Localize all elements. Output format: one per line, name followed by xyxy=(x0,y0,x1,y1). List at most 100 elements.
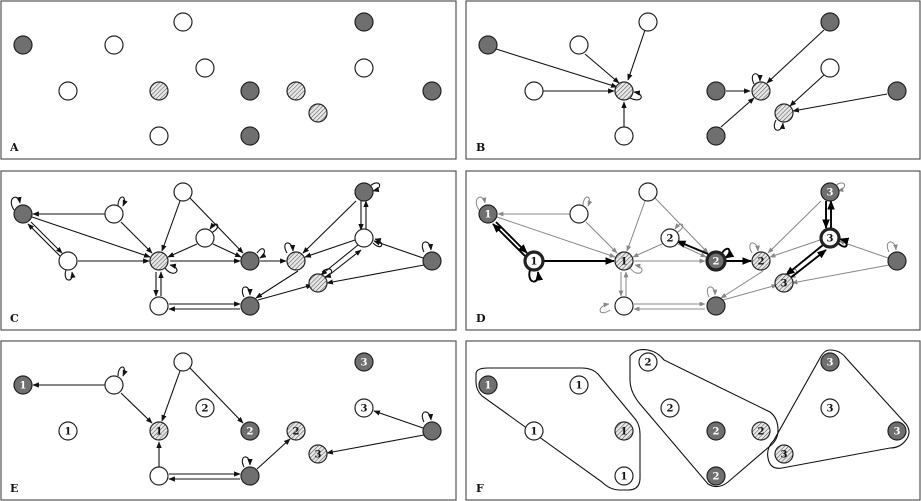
panel-c-edge xyxy=(255,270,299,299)
panel-a-node xyxy=(149,81,169,101)
panel-b-node xyxy=(706,126,726,146)
panel-d-node-number: 2 xyxy=(758,257,765,268)
panel-b-node xyxy=(751,81,771,101)
panel-f-node-number: 2 xyxy=(758,427,765,438)
panel-c-edge xyxy=(326,264,425,285)
panel-d-self-loop xyxy=(475,196,487,211)
panel-b-edge xyxy=(792,93,888,113)
panel-d-bold-edges xyxy=(492,200,850,283)
panel-d-edge xyxy=(767,200,822,254)
panel-d-edge xyxy=(769,239,821,258)
panel-d-node-highlighted xyxy=(523,250,545,272)
panel-b-frame xyxy=(465,0,921,160)
panel-d-node-highlighted xyxy=(819,227,841,249)
panel-a-node xyxy=(240,81,260,101)
panel-d-node xyxy=(751,251,771,271)
panel-c-edge xyxy=(161,200,181,252)
panel-b-self-loop xyxy=(629,90,642,101)
panel-label-d: D xyxy=(476,312,486,325)
panel-d-bold-edge xyxy=(788,249,827,280)
panel-d-faint-edges xyxy=(475,182,898,314)
panel-e-edge xyxy=(326,434,425,455)
panel-c-node xyxy=(173,182,193,202)
panel-b-edge xyxy=(627,29,646,81)
cluster-hull-1 xyxy=(475,367,641,491)
panel-a-node xyxy=(13,35,33,55)
panel-c-edge xyxy=(257,284,313,301)
panel-d-node-number: 2 xyxy=(667,234,674,245)
panel-e-edge xyxy=(120,392,153,424)
panel-e-node xyxy=(13,375,33,395)
panel-e-self-loop xyxy=(117,366,128,377)
panel-b-node xyxy=(706,81,726,101)
panel-d-self-loop xyxy=(834,182,846,192)
panel-f-node-number: 2 xyxy=(713,427,720,438)
panel-f-node-number: 1 xyxy=(485,381,492,392)
panel-b-self-loop xyxy=(751,73,763,85)
panel-e-edge xyxy=(161,370,181,422)
panel-e-node xyxy=(354,352,374,372)
panel-c-edges xyxy=(10,182,434,312)
panel-c-edge xyxy=(302,200,357,254)
panel-c-edge xyxy=(304,239,356,258)
panel-d-bold-edge xyxy=(676,240,709,255)
panel-d-node-highlighted xyxy=(705,250,727,272)
panel-c-self-loop xyxy=(117,196,128,207)
panel-c-node xyxy=(308,273,328,293)
panel-d-bold-self-loop xyxy=(837,237,850,248)
panel-f-nodes: 1 1 1 1 1 2 2 2 2 2 3 3 3 3 xyxy=(478,352,907,486)
panel-d-self-loop xyxy=(886,241,898,253)
panel-d-node xyxy=(614,251,634,271)
panel-e-node-number: 3 xyxy=(315,450,322,461)
panel-c-node xyxy=(104,204,124,224)
panel-e-edges xyxy=(32,366,434,482)
panel-d-node xyxy=(638,182,658,202)
panel-a-node xyxy=(104,35,124,55)
panel-d-nodes: 1 2 1 1 2 2 3 3 3 1 xyxy=(478,182,907,316)
panel-c-edge xyxy=(31,216,151,258)
panel-e-node-number: 1 xyxy=(20,381,27,392)
panel-e-node-number: 3 xyxy=(361,404,368,415)
panel-c-node xyxy=(13,204,33,224)
panel-e-node-number: 1 xyxy=(156,427,163,438)
panel-c-self-loop xyxy=(164,263,178,274)
panel-c-node xyxy=(149,296,169,316)
panel-d-bold-self-loop xyxy=(528,269,543,283)
panel-e-node xyxy=(240,421,260,441)
panel-b-node xyxy=(638,12,658,32)
panel-d-edge xyxy=(654,197,709,254)
panel-f-node xyxy=(478,375,498,395)
panel-f-node xyxy=(706,466,726,486)
panel-c-edge xyxy=(320,244,359,276)
panel-f-node-number: 3 xyxy=(894,427,901,438)
panel-d-edge xyxy=(722,284,778,301)
panel-f-node-number: 3 xyxy=(827,358,834,369)
panel-e-node xyxy=(422,421,442,441)
panel-f-node xyxy=(820,398,840,418)
panel-f-node-number: 3 xyxy=(781,450,788,461)
panel-c-node xyxy=(240,251,260,271)
panel-c-node xyxy=(286,251,306,271)
panel-e-node-number: 2 xyxy=(202,404,209,415)
panel-d-edge xyxy=(720,270,764,299)
panel-f-node xyxy=(660,398,680,418)
panel-f-node-number: 3 xyxy=(827,404,834,415)
panel-f-node xyxy=(706,421,726,441)
panel-f-node xyxy=(524,421,544,441)
panel-b-node xyxy=(820,12,840,32)
panel-e-node-number: 1 xyxy=(65,427,72,438)
panel-d-edge xyxy=(496,216,616,258)
panel-f-node xyxy=(569,375,589,395)
panel-e-node xyxy=(195,398,215,418)
panel-f-node xyxy=(751,421,771,441)
panel-a-nodes xyxy=(13,12,442,146)
panel-label-e: E xyxy=(10,482,18,495)
cluster-hull-3 xyxy=(767,349,910,469)
panel-d-self-loop xyxy=(629,263,643,274)
panel-e-node xyxy=(149,466,169,486)
panel-d-node xyxy=(887,251,907,271)
panel-f-node-number: 2 xyxy=(645,358,652,369)
panel-c-edge xyxy=(120,221,153,254)
panel-label-a: A xyxy=(9,141,19,154)
panel-b-node xyxy=(569,35,589,55)
